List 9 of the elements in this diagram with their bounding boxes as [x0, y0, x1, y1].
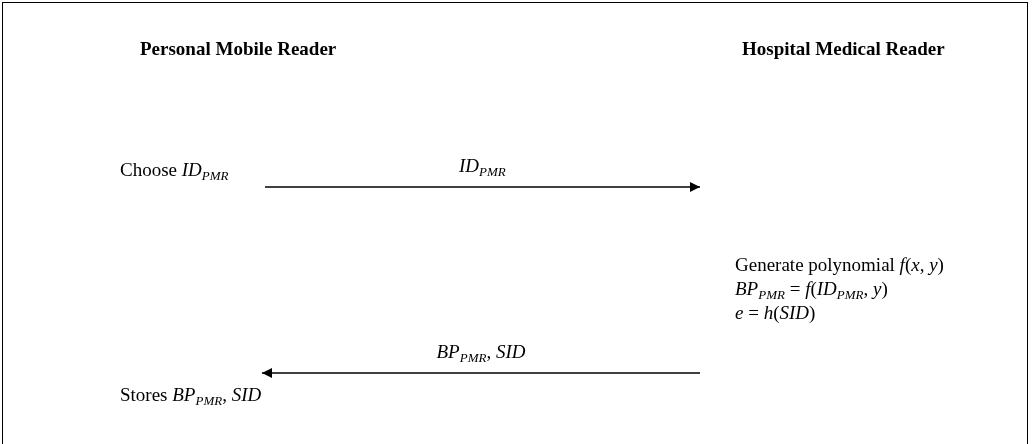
step-text: Choose ID$_{PMR}$	[120, 158, 229, 182]
message-arrow	[264, 182, 701, 192]
formula-text: e = h(SID)	[735, 301, 816, 325]
formula-text: BP$_{PMR}$ = f(ID$_{PMR}$, y)	[735, 277, 888, 301]
step-text: Stores BP$_{PMR}$, SID	[120, 383, 262, 407]
column-heading: Hospital Medical Reader	[742, 38, 945, 60]
message-arrow	[261, 368, 701, 378]
step-text: Generate polynomial f(x, y)	[735, 253, 944, 277]
column-heading: Personal Mobile Reader	[140, 38, 337, 60]
